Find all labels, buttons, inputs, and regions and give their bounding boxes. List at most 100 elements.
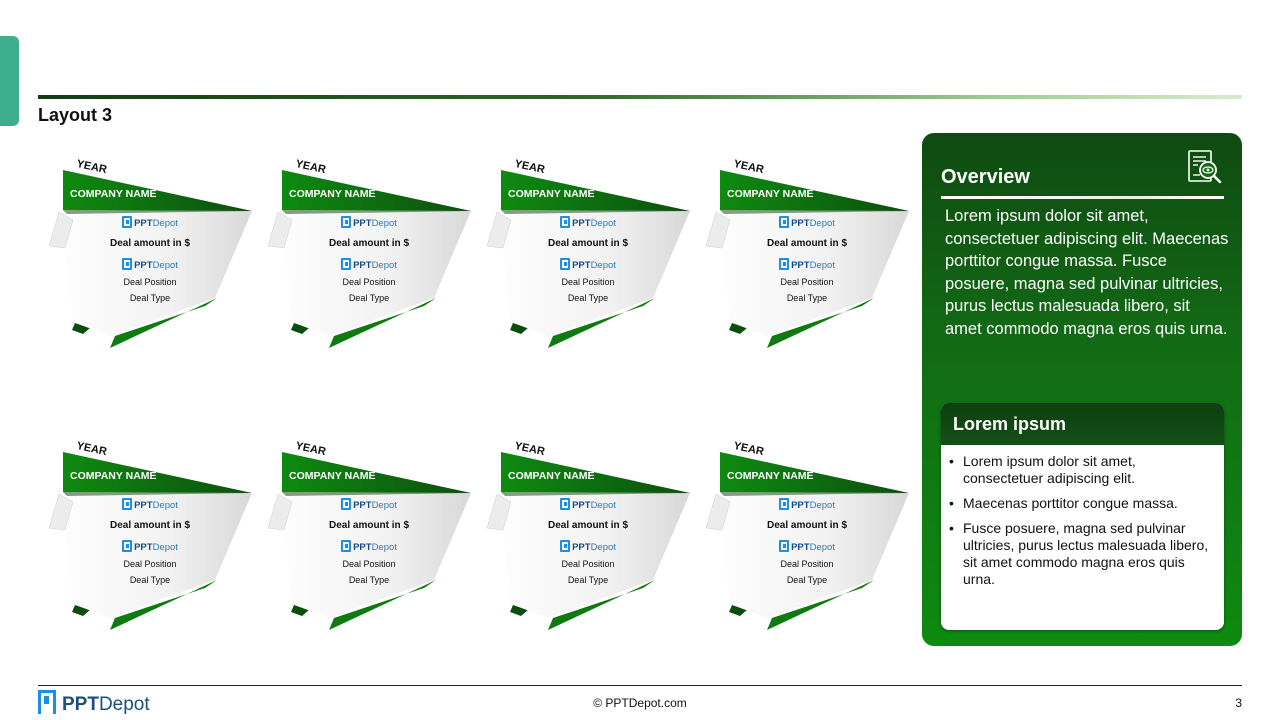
card-company-name: COMPANY NAME [289, 188, 376, 200]
card-deal-amount: Deal amount in $ [328, 238, 409, 249]
logo-bold-text: PPT [791, 500, 810, 511]
logo-rest-text: Depot [590, 500, 616, 511]
logo-rest-text: Depot [152, 542, 178, 553]
logo-bold-text: PPT [353, 260, 372, 271]
card-logo: PPTDepot [483, 498, 693, 511]
card-deal-amount: Deal amount in $ [547, 520, 628, 531]
brand-mark-icon [341, 498, 352, 510]
logo-rest-text: Depot [152, 260, 178, 271]
logo-rest-text: Depot [590, 542, 616, 553]
brand-mark-icon [560, 216, 571, 228]
card-company-name: COMPANY NAME [70, 188, 157, 200]
brand-mark-icon [122, 498, 133, 510]
card-deal-position: Deal Position [123, 559, 177, 569]
card-deal-type: Deal Type [348, 293, 390, 303]
card-logo: PPTDepot [45, 258, 255, 271]
logo-bold-text: PPT [353, 500, 372, 511]
logo-bold-text: PPT [572, 542, 591, 553]
card-deal-position: Deal Position [561, 559, 615, 569]
logo-bold-text: PPT [791, 260, 810, 271]
logo-rest-text: Depot [371, 542, 397, 553]
bullet-item: Fusce posuere, magna sed pulvinar ultric… [949, 520, 1214, 588]
copyright-text: © PPTDepot.com [593, 696, 687, 710]
card-deal-position: Deal Position [780, 559, 834, 569]
logo-bold-text: PPT [134, 500, 153, 511]
card-deal-position: Deal Position [342, 559, 396, 569]
lorem-ipsum-box: Lorem ipsum Lorem ipsum dolor sit amet, … [941, 403, 1224, 630]
overview-body-text: Lorem ipsum dolor sit amet, consectetuer… [945, 207, 1229, 338]
side-tab-decoration [0, 36, 19, 126]
logo-rest-text: Depot [590, 260, 616, 271]
brand-mark-icon [560, 498, 571, 510]
brand-mark-icon [779, 498, 790, 510]
logo-rest-text: Depot [809, 218, 835, 229]
footer-brand-logo: PPTDepot [38, 690, 150, 715]
card-logo: PPTDepot [702, 258, 912, 271]
slide-title: Layout 3 [38, 105, 113, 125]
card-logo: PPTDepot [264, 540, 474, 553]
brand-mark-icon [341, 258, 352, 270]
card-logo: PPTDepot [264, 216, 474, 229]
card-logo: PPTDepot [45, 216, 255, 229]
card-shape [486, 452, 690, 630]
brand-mark-icon [779, 216, 790, 228]
card-logo: PPTDepot [264, 258, 474, 271]
logo-rest-text: Depot [809, 260, 835, 271]
card-shape [705, 170, 909, 348]
card-deal-amount: Deal amount in $ [328, 520, 409, 531]
card-deal-type: Deal Type [348, 575, 390, 585]
card-logo: PPTDepot [483, 258, 693, 271]
header-gradient-line [38, 95, 1242, 99]
brand-mark-icon [341, 540, 352, 552]
card-company-name: COMPANY NAME [727, 188, 814, 200]
card-deal-amount: Deal amount in $ [766, 238, 847, 249]
card-shape [486, 170, 690, 348]
logo-rest-text: Depot [371, 260, 397, 271]
document-search-icon [1188, 150, 1222, 184]
logo-rest-text: Depot [152, 500, 178, 511]
card-shape [267, 452, 471, 630]
brand-mark-icon [779, 258, 790, 270]
logo-rest-text: Depot [809, 542, 835, 553]
logo-bold-text: PPT [134, 542, 153, 553]
card-company-name: COMPANY NAME [289, 470, 376, 482]
card-logo: PPTDepot [45, 498, 255, 511]
brand-mark-icon [122, 540, 133, 552]
card-logo: PPTDepot [264, 498, 474, 511]
bullet-item: Maecenas porttitor congue massa. [949, 495, 1214, 512]
card-logo: PPTDepot [483, 216, 693, 229]
logo-bold-text: PPT [134, 218, 153, 229]
brand-mark-icon [122, 216, 133, 228]
footer-line [38, 685, 1242, 686]
logo-rest-text: Depot [371, 218, 397, 229]
card-shape [48, 170, 252, 348]
card-deal-position: Deal Position [342, 277, 396, 287]
brand-mark-icon [122, 258, 133, 270]
logo-bold-text: PPT [791, 218, 810, 229]
logo-bold-text: PPT [353, 542, 372, 553]
lorem-box-title: Lorem ipsum [941, 403, 1224, 445]
card-deal-amount: Deal amount in $ [109, 520, 190, 531]
card-deal-position: Deal Position [561, 277, 615, 287]
brand-mark-icon [560, 258, 571, 270]
card-company-name: COMPANY NAME [727, 470, 814, 482]
card-company-name: COMPANY NAME [508, 188, 595, 200]
logo-rest-text: Depot [809, 500, 835, 511]
logo-rest-text: Depot [590, 218, 616, 229]
card-logo: PPTDepot [702, 540, 912, 553]
card-company-name: COMPANY NAME [70, 470, 157, 482]
lorem-bullet-list: Lorem ipsum dolor sit amet, consectetuer… [941, 445, 1224, 588]
card-logo: PPTDepot [45, 540, 255, 553]
logo-bold-text: PPT [572, 218, 591, 229]
card-shape [267, 170, 471, 348]
logo-bold-text: PPT [134, 260, 153, 271]
